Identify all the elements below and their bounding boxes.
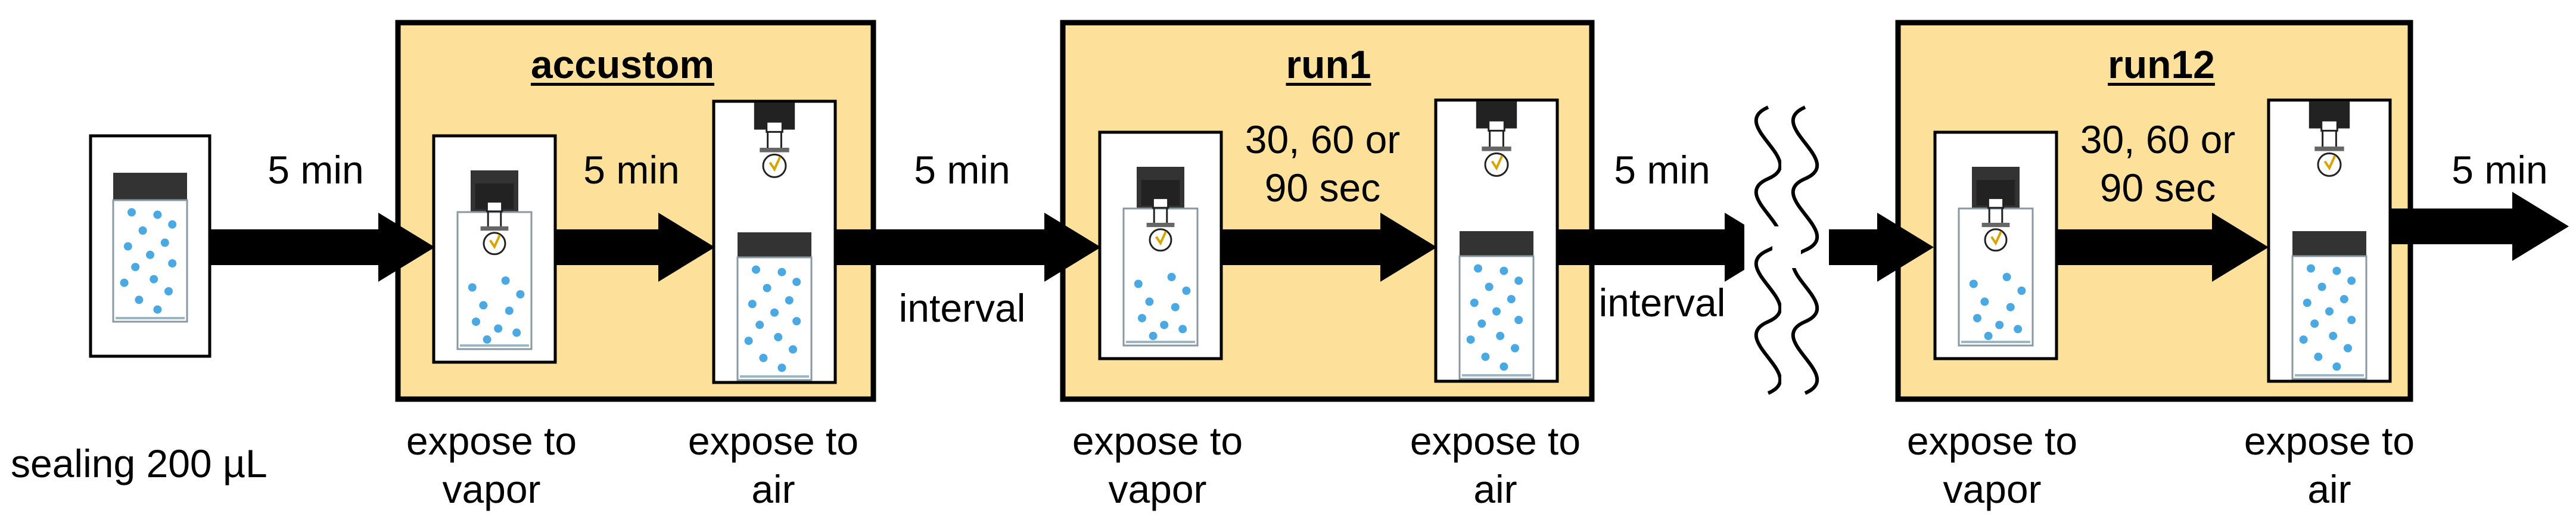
stage-run1-after-arrow-top: 5 min xyxy=(1614,148,1710,192)
stage-accustom-after-arrow-top: 5 min xyxy=(914,148,1010,192)
stage-accustom-air-icon xyxy=(712,99,837,384)
stage-accustom-air-label: expose to air xyxy=(687,419,859,511)
arrow-run1-inner xyxy=(1219,213,1437,282)
stage-run1-vapor-label: expose to vapor xyxy=(1072,419,1243,511)
stage-run1-vapor-icon xyxy=(1098,130,1223,360)
stage-run12-after-arrow-top: 5 min xyxy=(2451,148,2548,192)
stage-run12-title: run12 xyxy=(2108,42,2215,86)
stage-accustom-inner-arrow-label: 5 min xyxy=(583,148,680,192)
arrow-break-to-run12 xyxy=(1817,213,1934,282)
sealed-vial-icon xyxy=(89,134,211,358)
start-label: sealing 200 µL xyxy=(11,441,267,486)
stage-run12-air-label: expose to air xyxy=(2244,419,2415,511)
stage-accustom-after-arrow-bottom: interval xyxy=(898,286,1026,330)
stage-run1-inner-arrow-label: 30, 60 or 90 sec xyxy=(1245,117,1401,210)
stage-run1-title: run1 xyxy=(1286,42,1371,86)
start-arrow-label: 5 min xyxy=(267,148,364,192)
stage-run12-vapor-label: expose to vapor xyxy=(1906,419,2078,511)
stage-run12-air-icon xyxy=(2267,98,2392,383)
stage-run12-inner-arrow-label: 30, 60 or 90 sec xyxy=(2080,117,2236,210)
stage-run12-vapor-icon xyxy=(1933,130,2058,360)
stage-accustom-vapor-label: expose to vapor xyxy=(406,419,577,511)
arrow-run12-out xyxy=(2388,192,2569,261)
arrow-run1-to-break xyxy=(1555,213,1781,282)
stage-accustom-title: accustom xyxy=(530,42,715,86)
arrow-start-to-accustom xyxy=(210,213,435,282)
stage-run1-air-label: expose to air xyxy=(1410,419,1581,511)
arrow-accustom-inner xyxy=(554,213,715,282)
arrow-accustom-to-run1 xyxy=(834,213,1101,282)
wavy-break-icon xyxy=(1744,104,1829,396)
stage-run1-after-arrow-bottom: interval xyxy=(1598,281,1726,325)
stage-run1-air-icon xyxy=(1434,98,1559,383)
arrow-run12-inner xyxy=(2054,213,2269,282)
stage-accustom-vapor-icon xyxy=(432,134,557,364)
